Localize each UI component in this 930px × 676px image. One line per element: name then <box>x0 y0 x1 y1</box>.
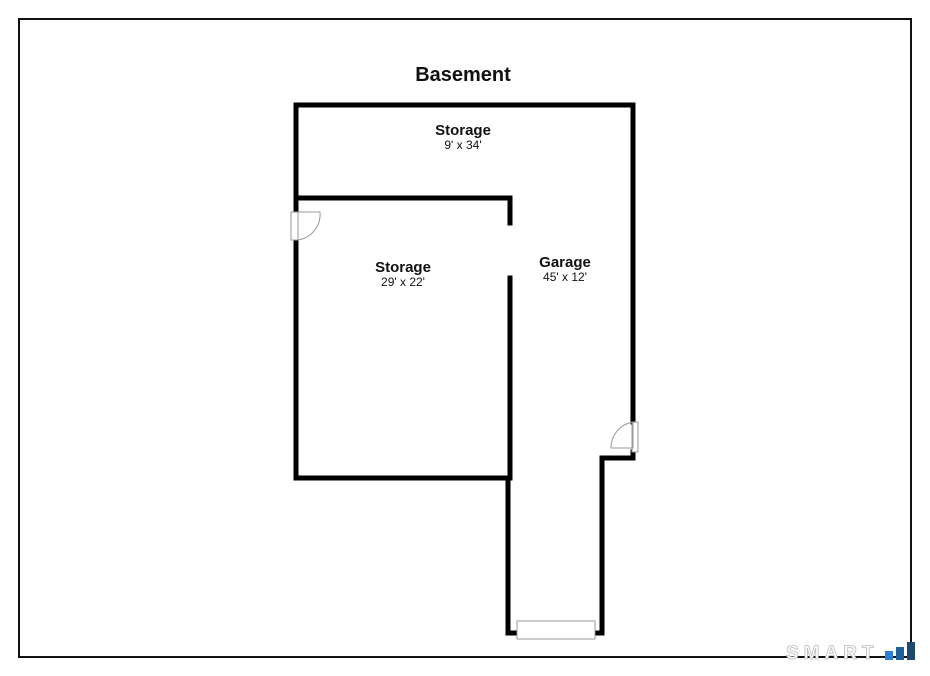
room-label-garage: Garage 45' x 12' <box>539 255 591 284</box>
door-right[interactable] <box>610 421 639 453</box>
room-name: Storage <box>375 259 431 276</box>
outer-wall-left-lower <box>293 237 520 636</box>
room-dimensions: 45' x 12' <box>543 270 587 284</box>
room-name: Storage <box>435 122 491 139</box>
inner-wall-top <box>296 195 513 226</box>
walls <box>293 102 636 636</box>
outer-wall <box>293 102 636 425</box>
door-left[interactable] <box>290 211 321 241</box>
logo-badge-m <box>885 651 893 660</box>
page-border <box>18 18 912 658</box>
room-name: Garage <box>539 254 591 271</box>
room-dimensions: 9' x 34' <box>444 138 482 152</box>
room-dimensions: 29' x 22' <box>381 275 425 289</box>
smart-mls-logo: SMART <box>786 643 879 665</box>
room-label-storage-top: Storage 9' x 34' <box>435 123 491 152</box>
outer-wall-right-lower <box>593 449 636 636</box>
logo-badge-s <box>907 642 915 660</box>
room-label-storage-left: Storage 29' x 22' <box>375 260 431 289</box>
garage-door[interactable] <box>516 620 596 640</box>
logo-badge-l <box>896 647 904 660</box>
floor-title: Basement <box>415 64 511 86</box>
